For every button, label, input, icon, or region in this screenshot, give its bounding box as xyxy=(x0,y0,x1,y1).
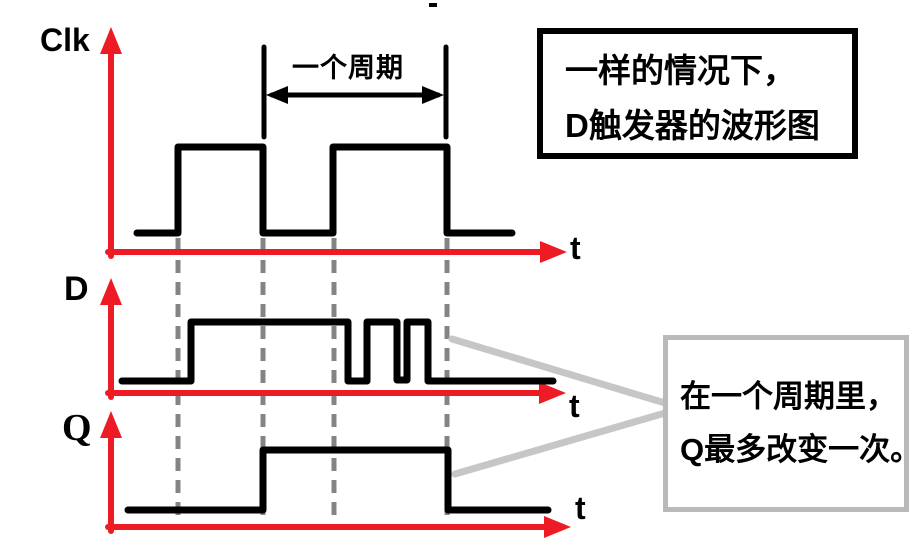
clk-waveform xyxy=(133,143,516,237)
clk-time-axis-label: t xyxy=(570,230,581,266)
stray-dot xyxy=(429,3,437,7)
period-arrowhead-left xyxy=(266,86,288,104)
clk-axis-up-arrowhead xyxy=(100,27,122,54)
q-waveform xyxy=(124,446,552,514)
d-time-axis-label: t xyxy=(569,388,580,424)
q-axis-up-arrowhead xyxy=(100,411,122,438)
q-change-note-line2: Q最多改变一次。 xyxy=(680,432,910,467)
connector-upper xyxy=(448,335,669,407)
clk-signal-label: Clk xyxy=(40,22,90,58)
q-time-axis-label: t xyxy=(575,490,586,526)
one-period-label: 一个周期 xyxy=(292,53,404,83)
d-waveform xyxy=(118,318,557,385)
title-note-line1: 一样的情况下， xyxy=(565,52,796,89)
d-axis-right-arrowhead xyxy=(539,382,566,404)
title-note-box: 一样的情况下， D触发器的波形图 xyxy=(537,28,858,159)
q-change-note-box: 在一个周期里， Q最多改变一次。 xyxy=(663,335,910,512)
d-signal-label: D xyxy=(64,270,89,308)
q-change-note-line1: 在一个周期里， xyxy=(680,379,897,414)
connector-lower xyxy=(451,409,669,478)
q-signal-label: Q xyxy=(62,407,92,449)
clk-axis-right-arrowhead xyxy=(540,241,567,263)
period-arrowhead-right xyxy=(422,86,444,104)
d-axis-up-arrowhead xyxy=(100,278,122,305)
title-note-line2: D触发器的波形图 xyxy=(565,107,820,144)
q-axis-right-arrowhead xyxy=(544,516,571,538)
